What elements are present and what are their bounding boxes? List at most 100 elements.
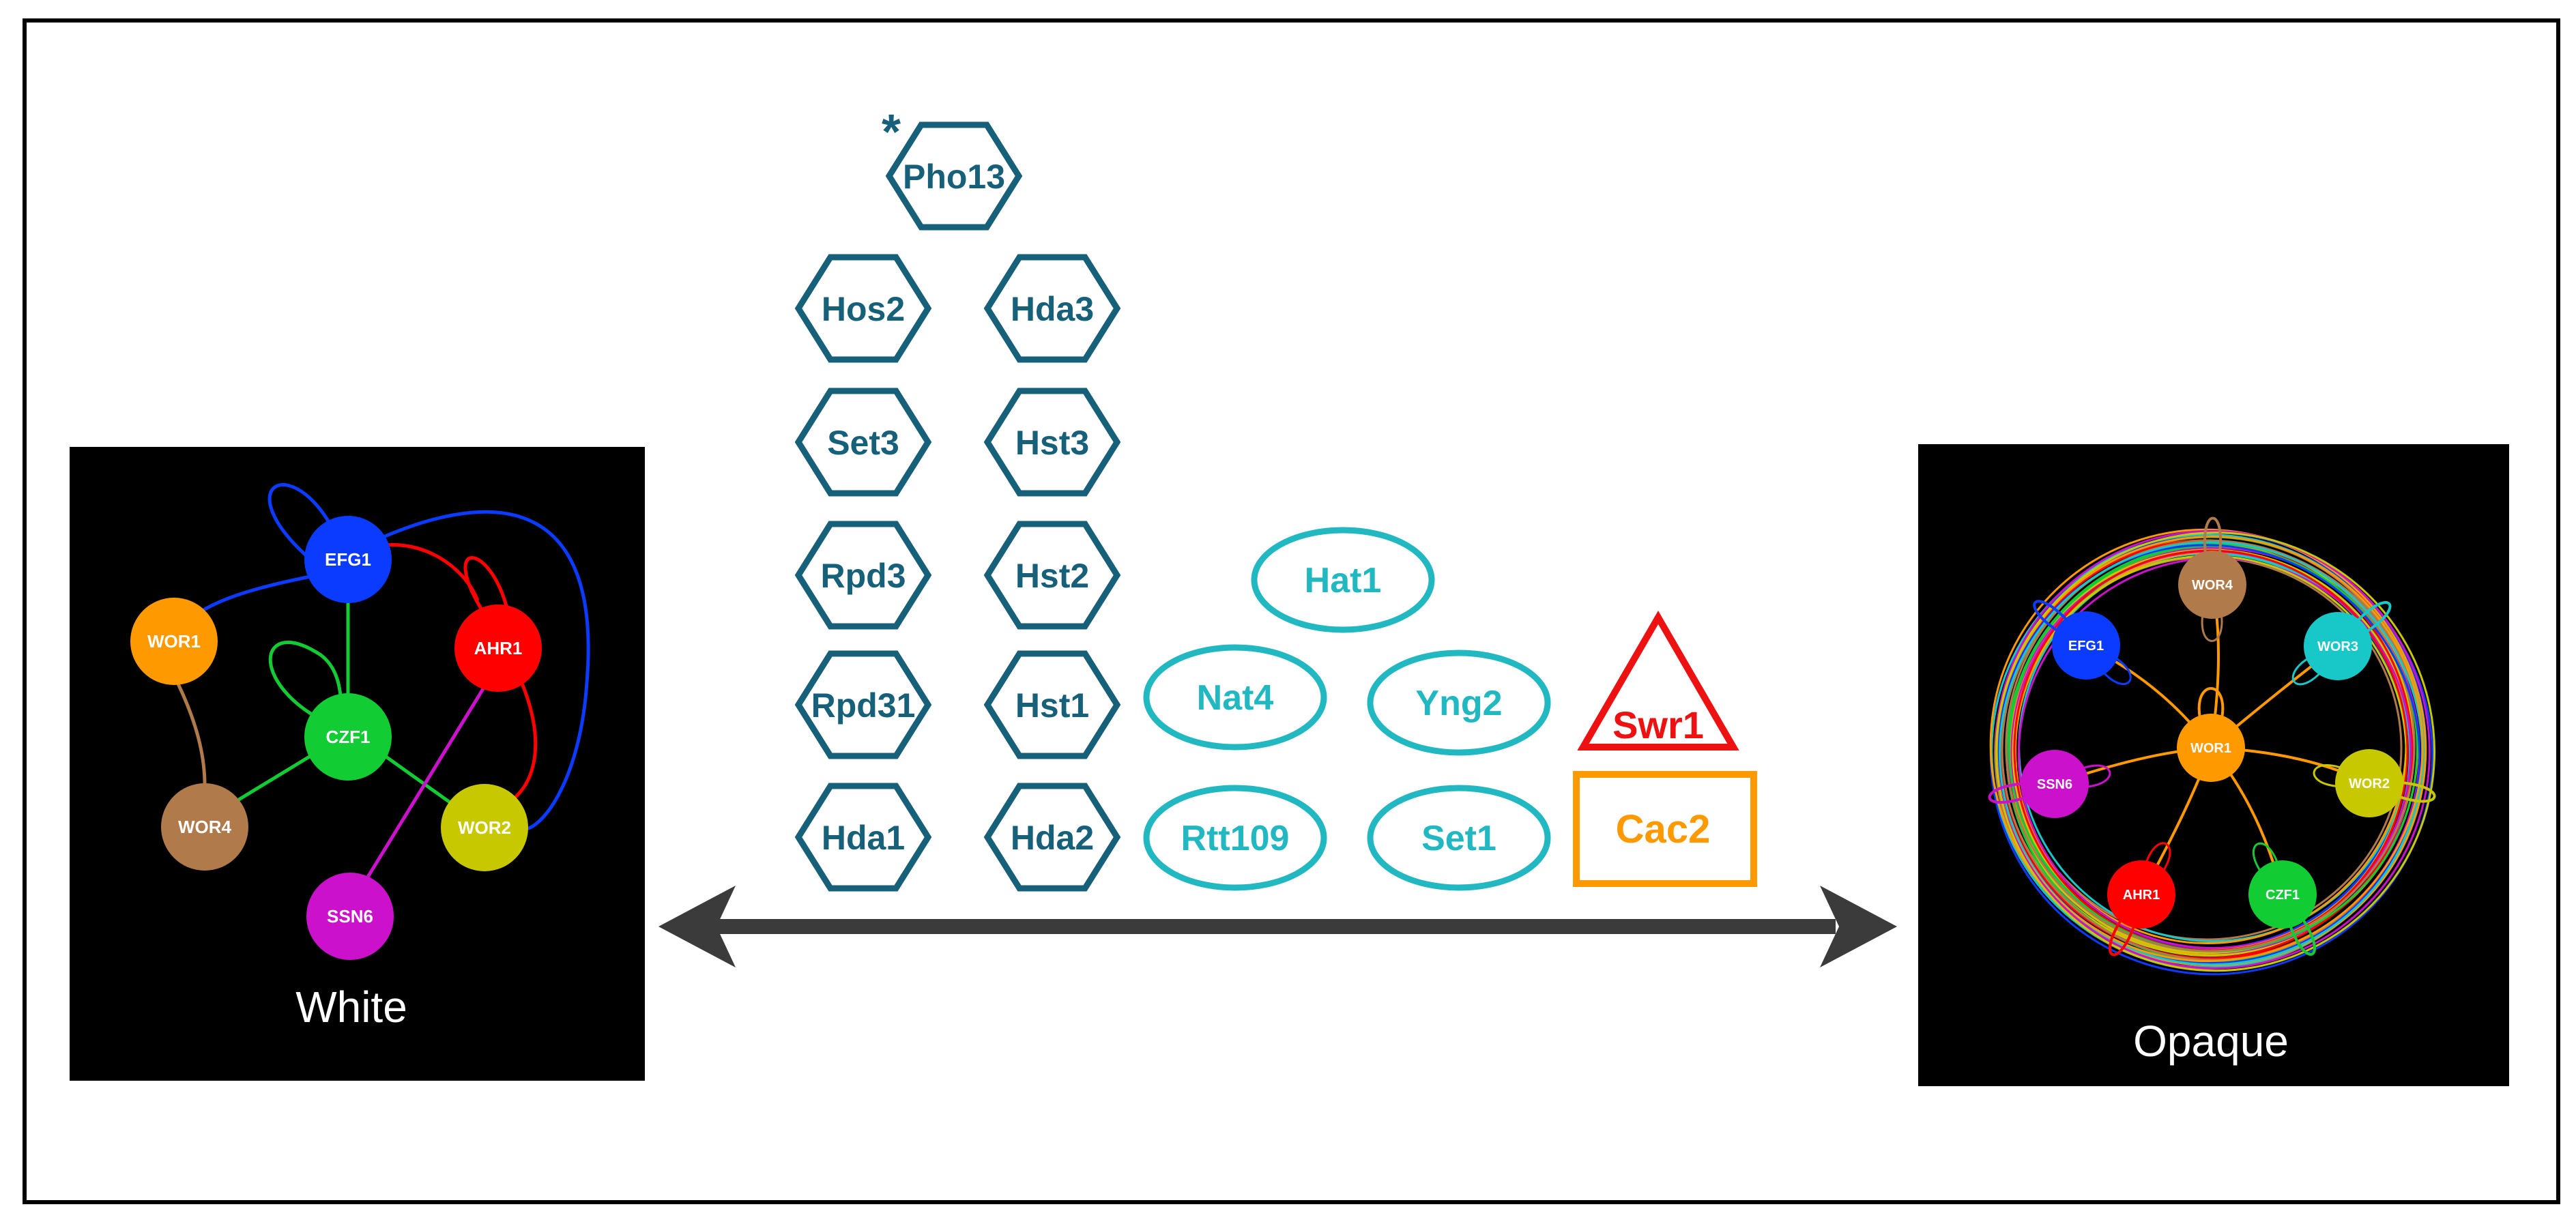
ellipse-label-nat4: Nat4 — [1197, 678, 1274, 718]
hexagon-label-hda3: Hda3 — [1011, 290, 1094, 328]
arrow-head-right — [1820, 886, 1897, 967]
arrow-shaft — [717, 919, 1836, 934]
edge-ahr1-ssn6 — [360, 674, 493, 888]
transition-arrow — [659, 886, 1897, 967]
ellipse-label-yng2: Yng2 — [1415, 684, 1502, 723]
white-node-label-wor4: WOR4 — [178, 817, 232, 837]
opaque-node-label-ahr1: AHR1 — [2123, 888, 2160, 903]
opaque-loop-edge — [1995, 531, 2435, 972]
hexagon-label-hst3: Hst3 — [1015, 424, 1089, 462]
hexagon-label-hst2: Hst2 — [1015, 557, 1089, 595]
white-node-wor4: WOR4 — [161, 783, 248, 871]
hexagon-label-hda2: Hda2 — [1011, 819, 1094, 857]
hexagon-label-rpd3: Rpd3 — [821, 557, 906, 595]
white-label: White — [295, 982, 407, 1032]
opaque-node-circle-czf1 — [2248, 860, 2317, 929]
edge-efg1-self — [267, 483, 336, 561]
opaque-node-label-efg1: EFG1 — [2068, 639, 2104, 654]
opaque-node-wor1: WOR1 — [2177, 714, 2245, 782]
hexagon-label-hda1: Hda1 — [822, 819, 905, 857]
edge-czf1-wor2 — [381, 752, 455, 807]
opaque-node-label-czf1: CZF1 — [2266, 888, 2300, 903]
opaque-node-circle-wor4 — [2178, 551, 2246, 619]
hexagon-shape-hda2 — [983, 783, 1121, 892]
opaque-node-circle-wor1 — [2177, 714, 2245, 782]
hexagon-label-hst1: Hst1 — [1015, 686, 1089, 725]
white-node-label-ssn6: SSN6 — [327, 906, 373, 927]
hexagon-hst2: Hst2 — [983, 521, 1121, 630]
ellipse-nat4: Nat4 — [1143, 644, 1327, 751]
white-node-ssn6: SSN6 — [306, 873, 394, 960]
triangle-label-swr1: Swr1 — [1612, 703, 1704, 746]
hexagon-hst1: Hst1 — [983, 650, 1121, 759]
white-node-circle-wor1 — [130, 598, 218, 685]
opaque-node-wor3: WOR3 — [2304, 612, 2372, 680]
triangle-swr1: Swr1 — [1577, 611, 1739, 751]
hexagon-hst3: Hst3 — [983, 388, 1121, 497]
opaque-node-label-wor4: WOR4 — [2192, 578, 2233, 593]
hexagon-rpd3: Rpd3 — [794, 521, 932, 630]
ellipse-shape-rtt109 — [1143, 785, 1327, 891]
hexagon-shape-hda1 — [794, 783, 932, 892]
hexagon-hda3: Hda3 — [983, 254, 1121, 363]
rectangle-cac2: Cac2 — [1573, 771, 1757, 887]
opaque-node-label-ssn6: SSN6 — [2037, 777, 2072, 792]
white-node-ahr1: AHR1 — [454, 604, 542, 692]
edge-ahr1-wor2 — [504, 674, 538, 807]
opaque-node-circle-wor2 — [2335, 749, 2403, 817]
white-node-circle-wor2 — [441, 784, 528, 871]
ellipse-shape-nat4 — [1143, 644, 1327, 751]
hexagon-shape-hst2 — [983, 521, 1121, 630]
opaque-node-ahr1: AHR1 — [2107, 860, 2175, 929]
rectangle-shape-cac2 — [1573, 771, 1757, 887]
white-node-wor1: WOR1 — [130, 598, 218, 685]
edge-czf1-self — [268, 641, 343, 725]
opaque-loop-edge — [2005, 540, 2416, 952]
hexagon-hos2: Hos2 — [794, 254, 932, 363]
ellipse-rtt109: Rtt109 — [1143, 785, 1327, 891]
hexagon-shape-hst3 — [983, 388, 1121, 497]
ellipse-set1: Set1 — [1367, 785, 1551, 891]
edge-wor1-wor4 — [172, 674, 207, 785]
hexagon-shape-pho13 — [885, 121, 1023, 231]
ellipse-shape-yng2 — [1367, 650, 1551, 756]
hexagon-label-hos2: Hos2 — [822, 290, 905, 328]
hexagon-shape-rpd31 — [794, 650, 932, 759]
white-node-label-wor1: WOR1 — [147, 631, 201, 652]
edge-efg1-wor2 — [377, 510, 590, 831]
ellipse-hat1: Hat1 — [1251, 527, 1435, 633]
ellipse-shape-hat1 — [1251, 527, 1435, 633]
hexagon-shape-set3 — [794, 388, 932, 497]
white-node-label-ahr1: AHR1 — [474, 638, 523, 658]
hexagon-set3: Set3 — [794, 388, 932, 497]
edge-ahr1-self — [463, 556, 510, 615]
white-node-czf1: CZF1 — [304, 693, 392, 781]
opaque-node-circle-efg1 — [2052, 611, 2120, 680]
ellipse-label-set1: Set1 — [1421, 819, 1496, 858]
white-node-efg1: EFG1 — [304, 516, 392, 603]
opaque-node-czf1: CZF1 — [2248, 860, 2317, 929]
hexagon-hda1: Hda1 — [794, 783, 932, 892]
opaque-node-ssn6: SSN6 — [2021, 750, 2089, 818]
white-node-circle-ahr1 — [454, 604, 542, 692]
hexagon-rpd31: Rpd31 — [794, 650, 932, 759]
opaque-node-label-wor3: WOR3 — [2317, 639, 2358, 654]
opaque-node-circle-ahr1 — [2107, 860, 2175, 929]
ellipse-label-hat1: Hat1 — [1305, 561, 1382, 600]
opaque-node-label-wor2: WOR2 — [2349, 776, 2390, 791]
pho13-asterisk: * — [882, 105, 901, 160]
arrow-head-left — [659, 886, 736, 967]
white-node-circle-ssn6 — [306, 873, 394, 960]
hexagon-label-pho13: Pho13 — [903, 158, 1005, 196]
white-network-edges — [172, 483, 590, 888]
opaque-node-wor4: WOR4 — [2178, 551, 2246, 619]
hexagon-label-rpd31: Rpd31 — [811, 686, 916, 725]
opaque-node-wor2: WOR2 — [2335, 749, 2403, 817]
hexagon-shape-hst1 — [983, 650, 1121, 759]
ellipse-label-rtt109: Rtt109 — [1181, 819, 1290, 858]
